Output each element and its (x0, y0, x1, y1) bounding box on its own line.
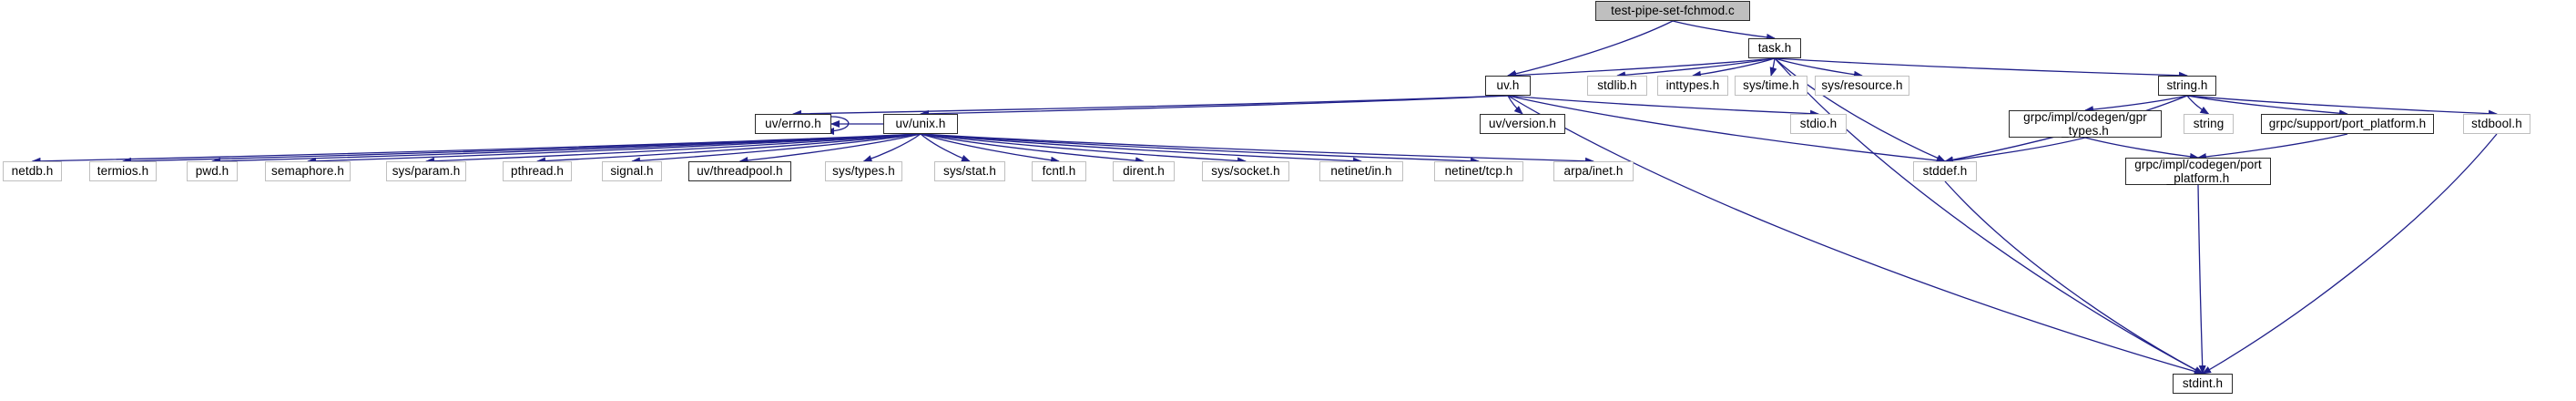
graph-edge-uvh-to-stdint (1507, 95, 2204, 375)
graph-edge-task-to-stddef (1774, 57, 1946, 162)
graph-edge-stringh-to-gprtypes (2084, 95, 2188, 114)
graph-node-netinetin: netinet/in.h (1319, 161, 1403, 181)
graph-node-sysresource: sys/resource.h (1815, 76, 1909, 96)
graph-edge-task-to-sysresource (1774, 57, 1863, 78)
graph-edge-uvunix-to-sysparam (425, 133, 921, 165)
graph-node-uvthreadpool[interactable]: uv/threadpool.h (688, 161, 791, 181)
graph-edge-uvunix-to-termios (122, 133, 921, 165)
graph-edge-uvh-to-uvversion (1507, 95, 1523, 115)
graph-edge-root-to-task (1672, 20, 1776, 41)
graph-node-gprtypes[interactable]: grpc/impl/codegen/gpr _types.h (2009, 110, 2162, 138)
graph-edge-uvunix-to-signal (631, 133, 921, 165)
graph-node-stdio: stdio.h (1790, 114, 1847, 134)
graph-node-signal: signal.h (602, 161, 662, 181)
graph-edge-task-to-uvh (1507, 57, 1776, 79)
graph-edge-gprtypes-to-codegenport (2084, 137, 2199, 160)
graph-edge-uvunix-to-systypes (862, 133, 921, 162)
graph-node-pwd: pwd.h (187, 161, 238, 181)
graph-node-inttypes: inttypes.h (1657, 76, 1728, 96)
graph-edge-gprtypes-to-stddef (1944, 137, 2086, 164)
graph-node-netdb: netdb.h (3, 161, 62, 181)
graph-node-arpainet: arpa/inet.h (1553, 161, 1634, 181)
graph-edge-uvunix-to-syssocket (920, 133, 1247, 165)
graph-node-task[interactable]: task.h (1748, 38, 1801, 58)
graph-edge-uvunix-to-semaphore (307, 133, 921, 165)
graph-node-stdint[interactable]: stdint.h (2173, 374, 2233, 394)
graph-node-semaphore: semaphore.h (265, 161, 351, 181)
graph-edge-uvh-to-stdio (1507, 95, 1819, 118)
graph-edge-task-to-stdlib (1616, 57, 1776, 79)
graph-edge-uvunix-to-netdb (31, 133, 921, 165)
graph-node-root[interactable]: test-pipe-set-fchmod.c (1595, 1, 1750, 21)
graph-node-uverrno[interactable]: uv/errno.h (755, 114, 831, 134)
graph-node-stdbool: stdbool.h (2463, 114, 2530, 134)
graph-edge-stringh-to-string (2186, 95, 2210, 115)
graph-node-uvversion[interactable]: uv/version.h (1480, 114, 1565, 134)
graph-node-sysparam: sys/param.h (386, 161, 466, 181)
graph-edge-uvunix-to-fcntl (920, 133, 1060, 164)
graph-node-string: string (2184, 114, 2234, 134)
graph-edge-uvunix-to-uvthreadpool (738, 133, 921, 165)
graph-node-syssocket: sys/socket.h (1202, 161, 1289, 181)
graph-node-systypes: sys/types.h (825, 161, 902, 181)
graph-edge-uvunix-to-pthread (536, 133, 921, 165)
graph-node-systime: sys/time.h (1735, 76, 1807, 96)
graph-node-uvunix[interactable]: uv/unix.h (883, 114, 958, 134)
graph-node-stringh[interactable]: string.h (2158, 76, 2216, 96)
graph-edge-codegenport-to-stdint (2197, 184, 2206, 375)
graph-node-termios: termios.h (89, 161, 157, 181)
graph-edge-root-to-uvh (1507, 20, 1674, 77)
graph-edge-uvh-to-uverrno (792, 95, 1509, 118)
graph-edge-task-to-inttypes (1692, 57, 1776, 78)
graph-edge-uvunix-to-dirent (920, 133, 1145, 165)
graph-edge-task-to-stringh (1774, 57, 2188, 79)
graph-node-pthread: pthread.h (503, 161, 572, 181)
graph-node-stdlib: stdlib.h (1587, 76, 1647, 96)
graph-edge-uvunix-to-netinetin (920, 133, 1362, 165)
graph-edge-stdbool-to-stdint (2202, 133, 2498, 375)
graph-node-stddef: stddef.h (1913, 161, 1977, 181)
graph-edge-uvunix-to-arpainet (920, 133, 1594, 165)
graph-edge-uvh-to-stddef (1507, 95, 1946, 165)
graph-edge-stringh-to-stdbool (2186, 95, 2498, 118)
graph-edge-stringh-to-supportport (2186, 95, 2348, 118)
graph-edge-uvunix-to-sysstat (920, 133, 971, 162)
graph-node-supportport[interactable]: grpc/support/port_platform.h (2261, 114, 2434, 134)
graph-node-dirent: dirent.h (1113, 161, 1175, 181)
graph-node-sysstat: sys/stat.h (934, 161, 1005, 181)
graph-node-fcntl: fcntl.h (1032, 161, 1086, 181)
graph-node-netinettcp: netinet/tcp.h (1434, 161, 1523, 181)
graph-node-uvh[interactable]: uv.h (1485, 76, 1531, 96)
graph-edge-task-to-stdint (1774, 57, 2204, 375)
graph-edge-supportport-to-codegenport (2197, 133, 2348, 160)
graph-edge-task-to-systime (1769, 57, 1777, 77)
graph-edge-stddef-to-stdint (1944, 180, 2204, 375)
graph-edge-uvunix-to-netinettcp (920, 133, 1480, 165)
graph-node-codegenport[interactable]: grpc/impl/codegen/port _platform.h (2125, 158, 2271, 185)
graph-edge-uvh-to-uvunix (920, 95, 1509, 118)
graph-edge-uvunix-to-pwd (211, 133, 921, 165)
